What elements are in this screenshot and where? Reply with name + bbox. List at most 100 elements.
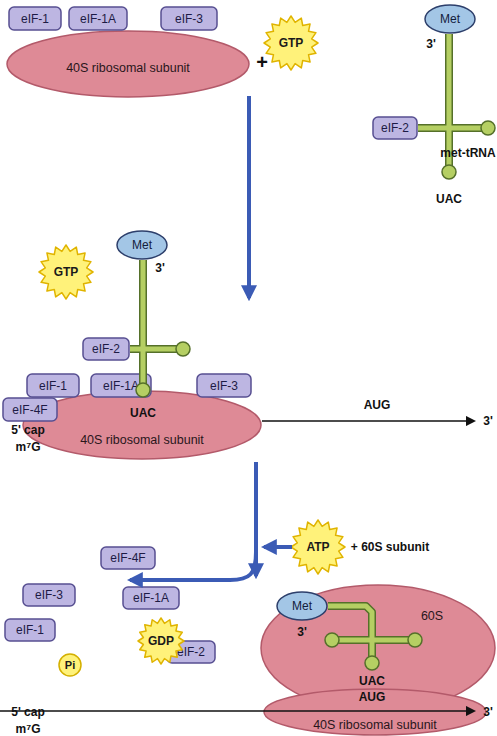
- trna-loop: [365, 656, 379, 670]
- box-outline: [9, 7, 61, 30]
- trna-outline: [130, 260, 178, 384]
- energy-star: GTP: [38, 244, 94, 300]
- input-label: + 60S subunit: [351, 539, 429, 556]
- box-outline: [5, 619, 55, 641]
- star-outline: [291, 520, 345, 574]
- star-outline: [138, 618, 184, 664]
- node-text: 60S: [421, 609, 443, 623]
- trna-arm: [130, 260, 178, 384]
- node-text: eIF-3: [210, 379, 238, 393]
- end-label: 3': [155, 260, 165, 277]
- factor-box: eIF-1: [8, 6, 62, 31]
- trna-arm: [328, 606, 410, 657]
- process-arrow: [254, 462, 258, 576]
- molecule-label: met-tRNA: [440, 145, 495, 162]
- node-text: Met: [292, 599, 312, 613]
- release-arrow: [130, 552, 256, 580]
- factor-box: eIF-1A: [122, 586, 180, 610]
- star-outline: [39, 245, 93, 299]
- node-text: eIF-1A: [133, 591, 169, 605]
- node-text: eIF-3: [175, 12, 203, 26]
- box-outline: [69, 7, 127, 30]
- mrna-strand: [262, 420, 474, 422]
- trna-shape: [325, 606, 422, 670]
- anticodon-label: UAC: [436, 191, 462, 208]
- amino-acid-oval: Met: [116, 230, 168, 260]
- node-text: Met: [132, 238, 152, 252]
- box-outline: [91, 374, 151, 397]
- trna-shape: [130, 260, 190, 397]
- node-text: eIF-4F: [12, 403, 47, 417]
- box-outline: [83, 338, 129, 360]
- node-text: Pi: [65, 658, 75, 672]
- node-text: GTP: [279, 36, 304, 50]
- factor-box: eIF-2: [372, 116, 418, 140]
- node-text: eIF-1: [21, 12, 49, 26]
- codon-label: AUG: [364, 397, 391, 414]
- star-outline: [264, 16, 318, 70]
- trna-loop: [176, 342, 190, 356]
- energy-star: ATP: [290, 519, 346, 575]
- node-text: 40S ribosomal subunit: [313, 718, 437, 732]
- ellipse-outline: [117, 231, 167, 259]
- node-text: Met: [440, 12, 460, 26]
- node-text: eIF-1A: [103, 379, 139, 393]
- factor-box: eIF-1: [4, 618, 56, 642]
- node-text: eIF-3: [35, 588, 63, 602]
- ribosome-subunit: 40S ribosomal subunit: [6, 30, 250, 98]
- node-text: 40S ribosomal subunit: [66, 61, 190, 75]
- circle-outline: [59, 654, 81, 676]
- box-outline: [123, 587, 179, 609]
- ribosome-subunit: 40S ribosomal subunit: [263, 688, 487, 736]
- energy-star: GDP: [137, 617, 185, 665]
- factor-box: eIF-1A: [90, 373, 152, 398]
- factor-box: eIF-2: [82, 337, 130, 361]
- box-outline: [161, 7, 217, 30]
- cap-label: 5' cap m⁷G: [5, 704, 51, 736]
- trna-loop: [325, 633, 339, 647]
- node-text: eIF-1A: [80, 12, 116, 26]
- factor-box: eIF-3: [196, 373, 252, 398]
- node-text: eIF-4F: [110, 551, 145, 565]
- ellipse-outline: [425, 5, 475, 33]
- ribosome-subunit: 40S ribosomal subunit: [22, 390, 262, 460]
- trna-outline: [328, 606, 410, 657]
- node-text: eIF-2: [381, 121, 409, 135]
- trna-loop: [442, 165, 456, 179]
- trna-arm: [418, 34, 484, 166]
- phosphate-circle: Pi: [58, 653, 82, 677]
- energy-star: GTP: [263, 15, 319, 71]
- node-text: 40S ribosomal subunit: [80, 433, 204, 447]
- node-text: eIF-2: [92, 342, 120, 356]
- factor-box: eIF-4F: [2, 397, 58, 422]
- plus-sign: +: [256, 54, 268, 71]
- factor-box: eIF-3: [22, 583, 76, 607]
- trna-outline: [418, 34, 484, 166]
- box-outline: [197, 374, 251, 397]
- amino-acid-oval: Met: [276, 591, 328, 621]
- node-shape: [22, 390, 262, 460]
- node-text: GTP: [54, 265, 79, 279]
- factor-box: eIF-1A: [68, 6, 128, 31]
- node-text: GDP: [148, 634, 174, 648]
- node-text: eIF-1: [16, 623, 44, 637]
- end-label: 3': [426, 36, 436, 53]
- trna-loop: [408, 633, 422, 647]
- factor-box: eIF-1: [26, 373, 80, 398]
- mrna-strand: [0, 710, 474, 712]
- factor-box: eIF-3: [160, 6, 218, 31]
- ellipse-outline: [23, 391, 261, 459]
- input-arrow: [264, 545, 292, 549]
- end-label: 3': [483, 413, 493, 430]
- box-outline: [373, 117, 417, 139]
- box-outline: [23, 584, 75, 606]
- node-text: ATP: [306, 540, 329, 554]
- amino-acid-oval: Met: [424, 4, 476, 34]
- factor-box: eIF-4F: [100, 546, 156, 570]
- process-arrow: [247, 96, 251, 298]
- trna-loop: [481, 121, 495, 135]
- box-outline: [3, 398, 57, 421]
- box-outline: [167, 641, 215, 663]
